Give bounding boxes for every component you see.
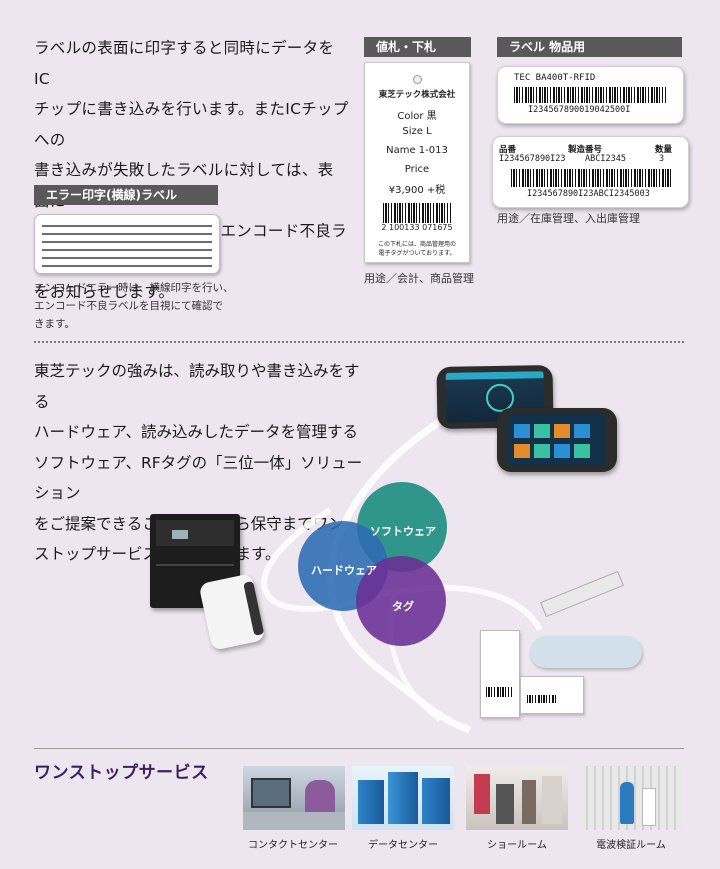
tag-company: 東芝テック株式会社	[378, 90, 456, 100]
thumb-radio-test-room	[580, 766, 682, 830]
caption-radio-test-room: 電波検証ルーム	[596, 840, 666, 851]
tag-footnote: この下札には、商品管理用の	[377, 241, 456, 248]
error-label-sample	[34, 214, 220, 274]
thumb-contact-center	[243, 766, 345, 830]
goods-label-usage: 用途／在庫管理、入出庫管理	[497, 212, 640, 225]
intro-line: をお知らせします。	[34, 283, 175, 301]
goods-label-card-1: TEC BA400T-RFID I234567890019042500I	[497, 66, 684, 124]
rfid-hang-tag	[480, 630, 520, 718]
section-divider	[34, 341, 684, 343]
tag-color: Color 黒	[397, 111, 437, 122]
card2-val2: ABCI2345	[585, 154, 626, 164]
goods-label-card-2: 品番 製造番号 数量 I234567890I23 ABCI2345 3 I234…	[492, 136, 689, 208]
tablet-device	[497, 408, 617, 472]
caption-showroom: ショールーム	[487, 840, 547, 851]
card2-barcode	[511, 169, 671, 187]
venn-label-software: ソフトウェア	[370, 525, 436, 538]
card2-col2: 製造番号	[568, 145, 603, 155]
price-tag-sample: 東芝テック株式会社 Color 黒 Size L Name 1-013 Pric…	[364, 62, 470, 263]
tag-name: Name 1-013	[386, 145, 448, 156]
rfid-tag-capsule	[530, 636, 642, 668]
tag-footnote: 電子タグがついております。	[378, 250, 456, 257]
tag-barcode	[383, 203, 451, 223]
error-label-header: エラー印字(横線)ラベル	[34, 185, 218, 205]
intro-line: チップに書き込みを行います。またICチップへの	[34, 100, 349, 149]
card1-barcode	[514, 87, 666, 103]
venn-label-tag: タグ	[392, 600, 414, 613]
tag-price-label: Price	[404, 164, 430, 175]
goods-label-header: ラベル 物品用	[497, 37, 682, 57]
caption-data-center: データセンター	[368, 840, 438, 851]
card2-val3: 3	[659, 154, 665, 164]
error-label-note: エンコードエラー時は、横線印字を行い、 エンコード不良ラベルを目視にて確認で き…	[34, 282, 234, 330]
tag-price: ¥3,900 +税	[388, 185, 446, 196]
card1-title: TEC BA400T-RFID	[514, 73, 596, 83]
service-title: ワンストップサービス	[34, 763, 209, 783]
card1-number: I234567890019042500I	[528, 105, 631, 115]
caption-contact-center: コンタクトセンター	[248, 840, 338, 851]
bottom-divider	[34, 748, 684, 749]
price-tag-usage: 用途／会計、商品管理	[364, 272, 474, 285]
venn-circle-tag	[356, 556, 446, 646]
card2-col1: 品番	[499, 145, 517, 155]
rfid-label-small	[520, 676, 584, 714]
venn-label-hardware: ハードウェア	[311, 564, 377, 577]
card2-val1: I234567890I23	[499, 154, 566, 164]
price-tag-header: 値札・下札	[364, 37, 471, 57]
tag-size: Size L	[402, 126, 432, 137]
intro-line: ラベルの表面に印字すると同時にデータをIC	[34, 39, 335, 88]
tag-hole	[413, 75, 422, 84]
card2-col3: 数量	[655, 145, 673, 155]
thumb-data-center	[352, 766, 454, 830]
tag-barcode-number: 2 100133 071675	[381, 223, 453, 232]
thumb-showroom	[466, 766, 568, 830]
card2-number: I234567890I23ABCI2345003	[527, 189, 650, 199]
